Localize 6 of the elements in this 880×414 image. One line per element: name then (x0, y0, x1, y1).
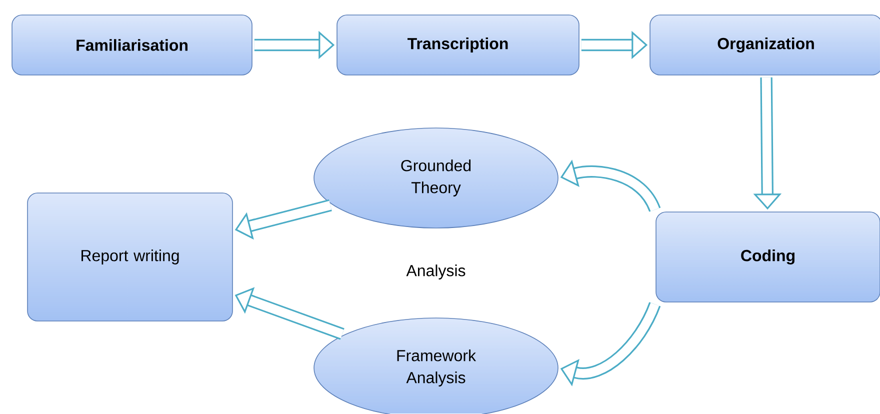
section-label: Analysis (406, 264, 466, 280)
process-box: Familiarisation (12, 14, 252, 76)
process-box: Report writing (27, 192, 233, 322)
process-box: Organization (650, 14, 880, 76)
process-box: Coding (656, 212, 880, 302)
process-box: Transcription (336, 14, 580, 76)
